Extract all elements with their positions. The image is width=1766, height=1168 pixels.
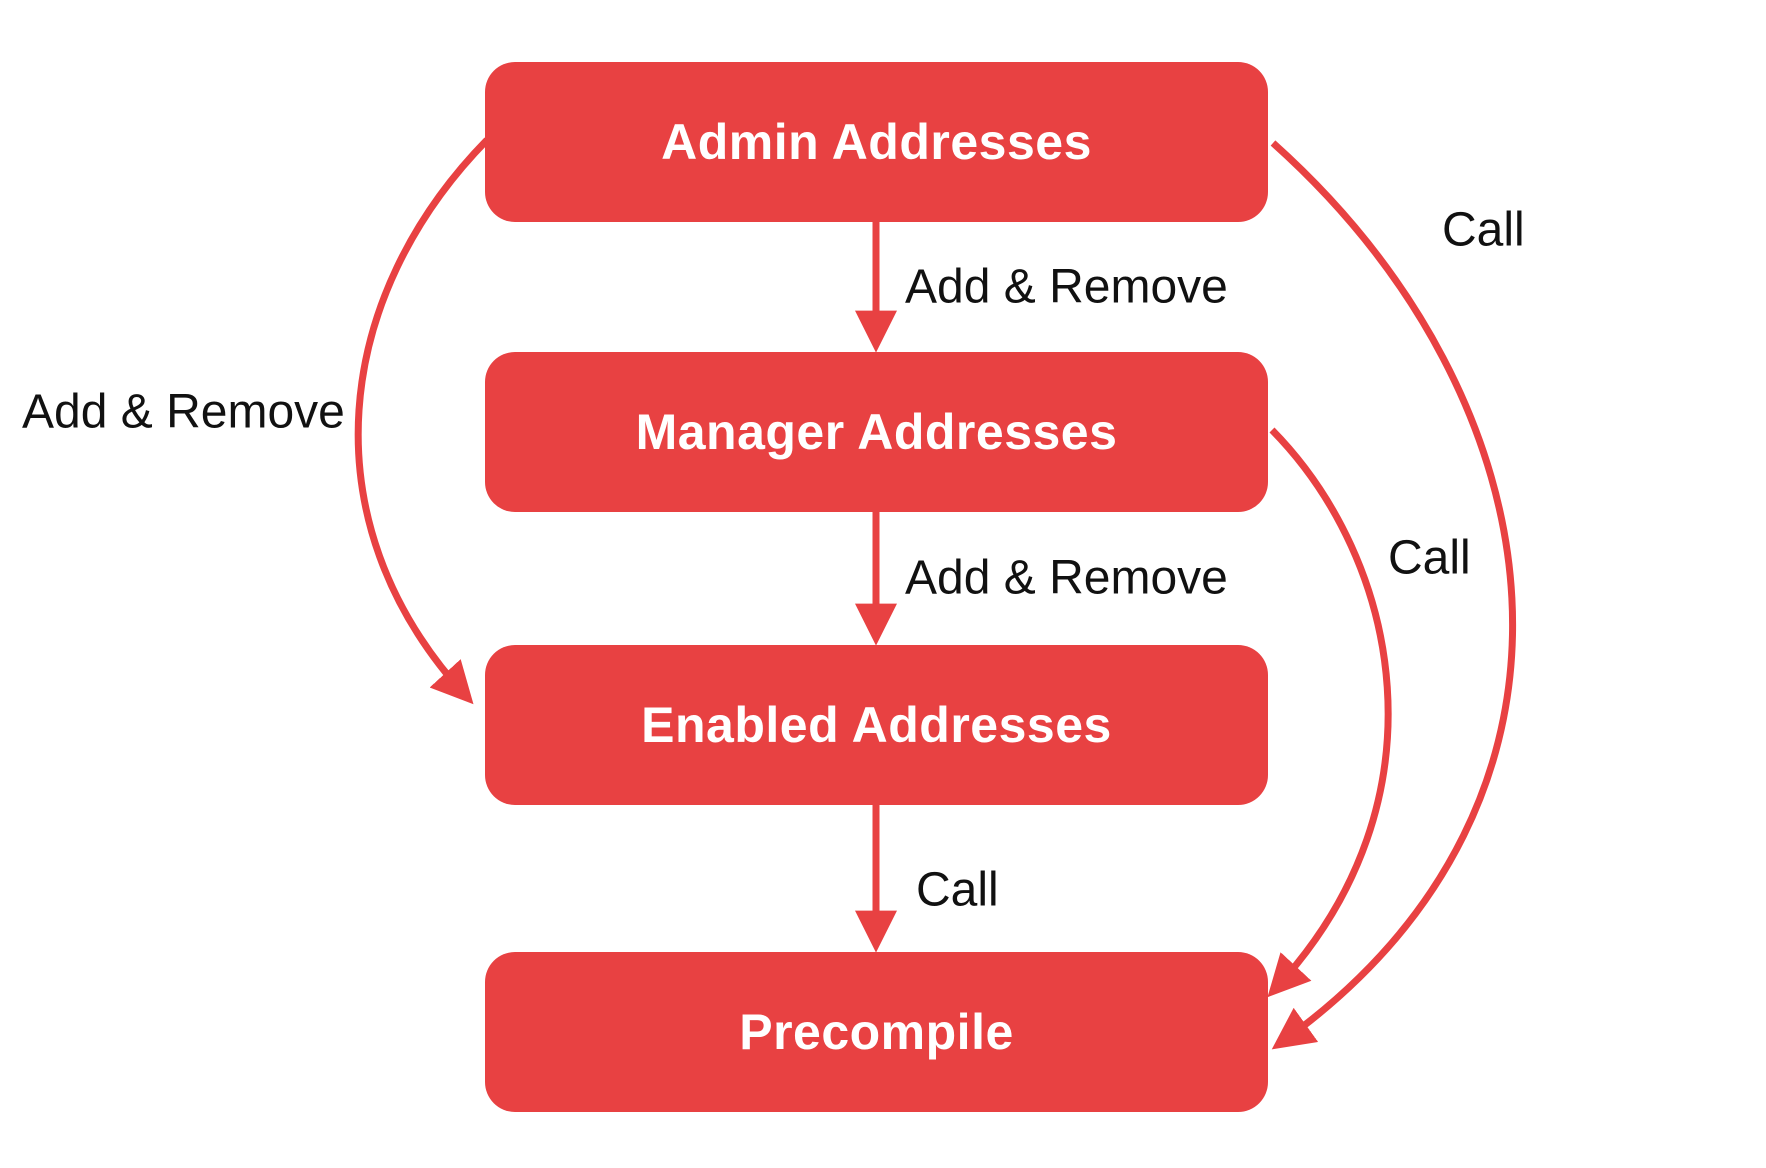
edge-manager-to-precompile-curve-arrow bbox=[1267, 427, 1392, 998]
edge-admin-to-precompile-curve-arrow bbox=[1270, 140, 1516, 1050]
node-precompile-label: Precompile bbox=[739, 1004, 1014, 1060]
edge-label-enabled-to-precompile: Call bbox=[916, 863, 999, 917]
node-precompile: Precompile bbox=[485, 952, 1268, 1112]
node-enabled-addresses: Enabled Addresses bbox=[485, 645, 1268, 805]
edge-label-admin-to-enabled: Add & Remove bbox=[22, 385, 345, 439]
edge-label-admin-to-precompile: Call bbox=[1442, 203, 1525, 257]
edge-label-manager-to-enabled: Add & Remove bbox=[905, 551, 1228, 605]
edge-label-manager-to-precompile: Call bbox=[1388, 531, 1471, 585]
node-admin-addresses: Admin Addresses bbox=[485, 62, 1268, 222]
node-enabled-addresses-label: Enabled Addresses bbox=[641, 697, 1112, 753]
node-manager-addresses-label: Manager Addresses bbox=[635, 404, 1118, 460]
node-admin-addresses-label: Admin Addresses bbox=[661, 114, 1092, 170]
edge-label-admin-to-manager: Add & Remove bbox=[905, 260, 1228, 314]
edge-admin-to-enabled-curve-arrow bbox=[354, 137, 490, 705]
node-manager-addresses: Manager Addresses bbox=[485, 352, 1268, 512]
